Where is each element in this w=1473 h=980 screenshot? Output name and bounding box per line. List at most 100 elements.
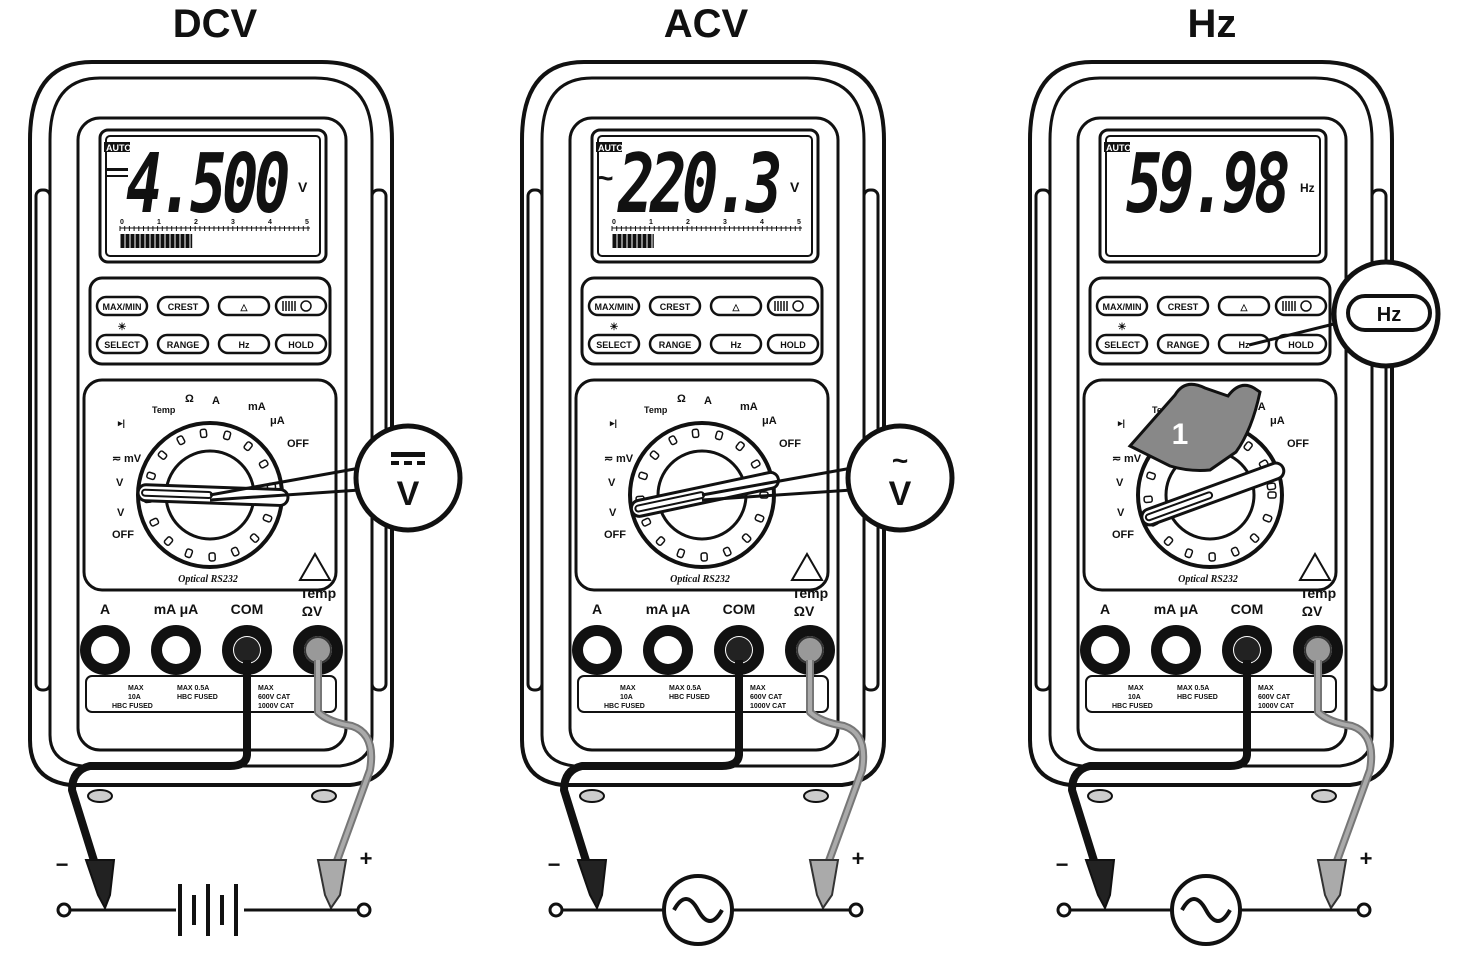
- rating-ma-1: HBC FUSED: [1177, 694, 1218, 701]
- rating-a-2: HBC FUSED: [604, 703, 645, 710]
- terminal-label-ma-ua: mA μA: [646, 601, 691, 617]
- rating-ma-0: MAX 0.5A: [177, 685, 209, 692]
- lcd-screen: [597, 135, 813, 257]
- button-label-7: HOLD: [288, 340, 314, 350]
- button-label-6: Hz: [1239, 340, 1250, 350]
- backlight-icon: [300, 300, 312, 312]
- bargraph-tick-3: 3: [723, 219, 727, 226]
- button-5: [156, 333, 210, 355]
- black-probe: [1084, 859, 1116, 911]
- polarity-plus: +: [1360, 846, 1373, 871]
- callout-ac-tilde: ~: [892, 445, 908, 476]
- dial-label-off-left: OFF: [604, 529, 626, 541]
- callout-button: [1346, 294, 1432, 332]
- button-0: [95, 295, 149, 317]
- diode-icon: ▸|: [117, 418, 125, 428]
- dial-label-ma: mA: [740, 401, 758, 413]
- callout-dc-dash: [417, 461, 425, 465]
- rating-v-2: 1000V CAT: [258, 703, 295, 710]
- black-lead-wire: [1068, 660, 1251, 882]
- dial-label-off-left: OFF: [1112, 529, 1134, 541]
- rating-v-0: MAX: [1258, 685, 1274, 692]
- dial-label-mv-sym: ≂: [604, 453, 613, 465]
- circuit-terminal-left: [1056, 902, 1072, 918]
- black-lead-wire: [560, 660, 743, 882]
- dial-label-off-right: OFF: [1287, 438, 1309, 450]
- dial-label-vac: V: [609, 507, 617, 519]
- polarity-plus: +: [360, 846, 373, 871]
- knob-grip: [1267, 491, 1277, 499]
- bargraph-tick-3: 3: [231, 219, 235, 226]
- button-label-7: HOLD: [780, 340, 806, 350]
- backlight-icon: [1300, 300, 1312, 312]
- plug-v: [796, 636, 824, 664]
- knob-grip: [1266, 482, 1277, 491]
- lcd-unit: V: [298, 179, 308, 195]
- button-0: [1095, 295, 1149, 317]
- dial-label-mv: mV: [124, 453, 142, 465]
- panel-title-acv: ACV: [663, 2, 749, 46]
- knob-grip: [176, 435, 186, 446]
- button-5: [1156, 333, 1210, 355]
- ac-symbol: ~: [596, 162, 614, 195]
- knob-grip: [655, 536, 666, 546]
- dial-label-vdc: V: [116, 477, 124, 489]
- knob-grip: [163, 536, 174, 546]
- knob-grip: [184, 548, 194, 559]
- warning-icon: [1298, 551, 1332, 581]
- knob-grip: [208, 552, 216, 562]
- bargraph-tick-0: 0: [120, 219, 124, 226]
- knob-grip: [750, 459, 761, 469]
- foot-left: [87, 789, 113, 803]
- knob-grip: [249, 533, 260, 543]
- bargraph-tick-2: 2: [686, 219, 690, 226]
- knob-grip: [149, 517, 160, 527]
- diode-icon: ▸|: [1117, 418, 1125, 428]
- foot-left: [579, 789, 605, 803]
- panel-title-dcv: DCV: [172, 2, 258, 46]
- lcd-reading: 220.3: [617, 137, 780, 232]
- rating-ma-1: HBC FUSED: [177, 694, 218, 701]
- dial-label-off-right: OFF: [287, 438, 309, 450]
- holster-inner: [1048, 76, 1374, 768]
- foot-right: [311, 789, 337, 803]
- knob-pointer-slot: [141, 488, 214, 499]
- knob-grip: [735, 441, 745, 452]
- dial-label-vac: V: [117, 507, 125, 519]
- polarity-plus: +: [852, 846, 865, 871]
- rating-a-2: HBC FUSED: [112, 703, 153, 710]
- dial-label-vac: V: [1117, 507, 1125, 519]
- rating-v-1: 600V CAT: [750, 694, 783, 701]
- ratings-box: [577, 675, 829, 713]
- warning-icon: [298, 551, 332, 581]
- auto-indicator: AUTO: [1106, 143, 1131, 153]
- button-0: [587, 295, 641, 317]
- button-1: [648, 295, 702, 317]
- brand-label: Optical RS232: [670, 574, 730, 585]
- button-label-1: CREST: [1168, 302, 1199, 312]
- button-label-2: △: [240, 302, 249, 312]
- holster-inner: [48, 76, 374, 768]
- knob-grip: [243, 441, 253, 452]
- terminal-label-com: COM: [1231, 601, 1264, 617]
- sun-icon: ☀: [118, 322, 127, 333]
- button-1: [156, 295, 210, 317]
- foot-right: [803, 789, 829, 803]
- terminal-label-a: A: [592, 601, 602, 617]
- grip-left: [1034, 188, 1052, 692]
- callout-pointer: [209, 488, 361, 502]
- circuit-terminal-right: [848, 902, 864, 918]
- knob-grip: [700, 552, 708, 562]
- button-label-4: SELECT: [596, 340, 632, 350]
- terminal-label-temp: Temp: [300, 585, 336, 601]
- knob-grip: [1143, 495, 1153, 504]
- dial-label-a: A: [704, 395, 712, 407]
- knob-grip: [1163, 536, 1174, 546]
- bargraph-fill: [120, 234, 193, 248]
- knob-grip: [714, 430, 724, 441]
- callout-dc-line: [391, 452, 425, 457]
- knob-grip: [157, 450, 168, 460]
- knob-grip: [1146, 471, 1156, 481]
